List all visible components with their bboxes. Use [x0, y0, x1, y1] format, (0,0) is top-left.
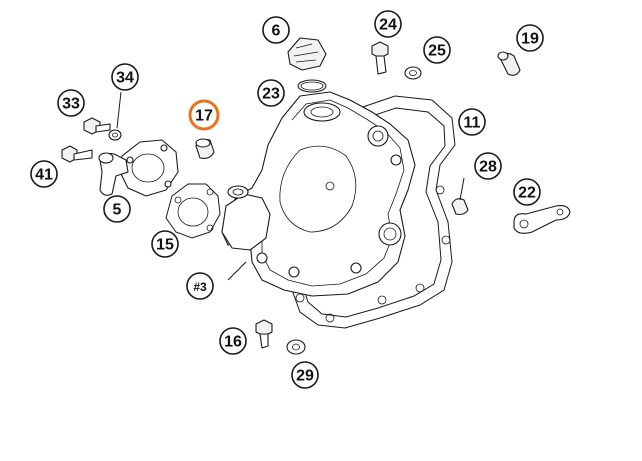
pump-gasket-15-inner: [177, 197, 209, 227]
svg-text:19: 19: [521, 31, 539, 48]
svg-text:22: 22: [518, 185, 536, 202]
bushing-19-end: [497, 51, 509, 61]
callout-5: 5: [103, 195, 131, 223]
svg-text:25: 25: [428, 43, 446, 60]
svg-text:34: 34: [116, 70, 134, 87]
plug-17-head: [195, 138, 211, 148]
svg-text:6: 6: [272, 23, 281, 40]
pump-pipe-end: [98, 152, 114, 164]
pump-cover-hole: [164, 180, 172, 188]
callout-6: 6: [262, 16, 290, 44]
water-pump-housing: [221, 193, 271, 251]
washer-25-hole: [409, 70, 417, 76]
svg-text:24: 24: [379, 17, 397, 34]
leader-3: [227, 261, 247, 281]
cover-center-mark: [325, 181, 335, 191]
gasket-15-hole: [206, 224, 214, 232]
pump-cover-hole: [160, 144, 168, 152]
oil-filler-opening-inner: [310, 106, 334, 118]
callout-28: 28: [474, 152, 502, 180]
clutch-cover-dome: [279, 145, 357, 233]
svg-text:#3: #3: [193, 280, 207, 294]
callout-33: 33: [57, 89, 85, 117]
washer-34-hole: [112, 132, 118, 138]
svg-text:16: 16: [224, 334, 242, 351]
callout-34: 34: [111, 63, 139, 91]
callout-17: 17: [188, 99, 220, 131]
bolt-33-shank: [95, 123, 111, 133]
bolt-16: [255, 319, 273, 337]
cover-bolt-hole: [288, 266, 300, 278]
washer-29-hole: [292, 343, 300, 351]
lever-22: [513, 205, 571, 234]
oil-filler-opening: [303, 102, 341, 122]
svg-text:15: 15: [156, 237, 174, 254]
cover-bearing-hole: [383, 227, 397, 241]
callout-29: 29: [291, 361, 319, 389]
svg-text:5: 5: [113, 202, 122, 219]
clutch-cover-rim: [261, 99, 405, 287]
cover-bolt-hole: [256, 252, 268, 264]
dowel-28: [451, 198, 469, 216]
o-ring-23: [297, 79, 327, 93]
callout-22: 22: [513, 178, 541, 206]
lever-22-hole: [519, 219, 529, 229]
gasket-bolt-hole: [325, 313, 335, 323]
washer-34: [108, 129, 122, 141]
clutch-cover: [221, 91, 416, 297]
bolt-41-shank: [73, 149, 93, 161]
leader-34: [116, 91, 122, 129]
water-pump-cover: [119, 139, 179, 197]
lever-22-hole: [556, 208, 564, 216]
svg-text:41: 41: [35, 167, 53, 184]
svg-text:23: 23: [262, 86, 280, 103]
gasket-15-hole: [206, 188, 214, 196]
svg-text:33: 33: [62, 96, 80, 113]
pump-outlet: [227, 185, 249, 199]
gasket-bolt-hole: [441, 235, 451, 245]
pump-cover-face: [131, 153, 165, 183]
screw-24: [371, 41, 389, 59]
oil-filler-plug-ribs: [293, 43, 319, 63]
callout-23: 23: [257, 79, 285, 107]
callout-3: #3: [186, 272, 214, 300]
gasket-bolt-hole: [435, 185, 445, 195]
svg-text:28: 28: [479, 159, 497, 176]
callout-11: 11: [458, 108, 486, 136]
pump-gasket-15: [165, 183, 221, 239]
svg-text:11: 11: [464, 115, 481, 132]
cover-boss: [367, 125, 389, 147]
callout-16: 16: [219, 327, 247, 355]
cover-boss-hole: [372, 130, 384, 142]
callout-19: 19: [516, 24, 544, 52]
cover-bolt-hole: [350, 262, 362, 274]
cover-bolt-hole: [390, 154, 402, 166]
svg-text:17: 17: [195, 108, 213, 125]
pump-outlet-bore: [232, 188, 244, 196]
gasket-bolt-hole: [377, 295, 387, 305]
callout-25: 25: [423, 36, 451, 64]
o-ring-23-inner: [300, 81, 324, 91]
svg-text:29: 29: [296, 368, 314, 385]
screw-24-shank: [375, 55, 387, 75]
cover-bearing-boss: [378, 222, 402, 246]
pump-cover-hole: [126, 156, 134, 164]
callout-15: 15: [151, 230, 179, 258]
washer-25: [404, 66, 422, 80]
gasket-bolt-hole: [415, 283, 425, 293]
callout-24: 24: [374, 10, 402, 38]
gasket-bolt-hole: [295, 293, 305, 303]
leader-28: [459, 177, 465, 201]
gasket-15-hole: [174, 196, 182, 204]
callout-41: 41: [30, 160, 58, 188]
washer-29: [286, 339, 306, 355]
bolt-16-shank: [259, 333, 269, 349]
